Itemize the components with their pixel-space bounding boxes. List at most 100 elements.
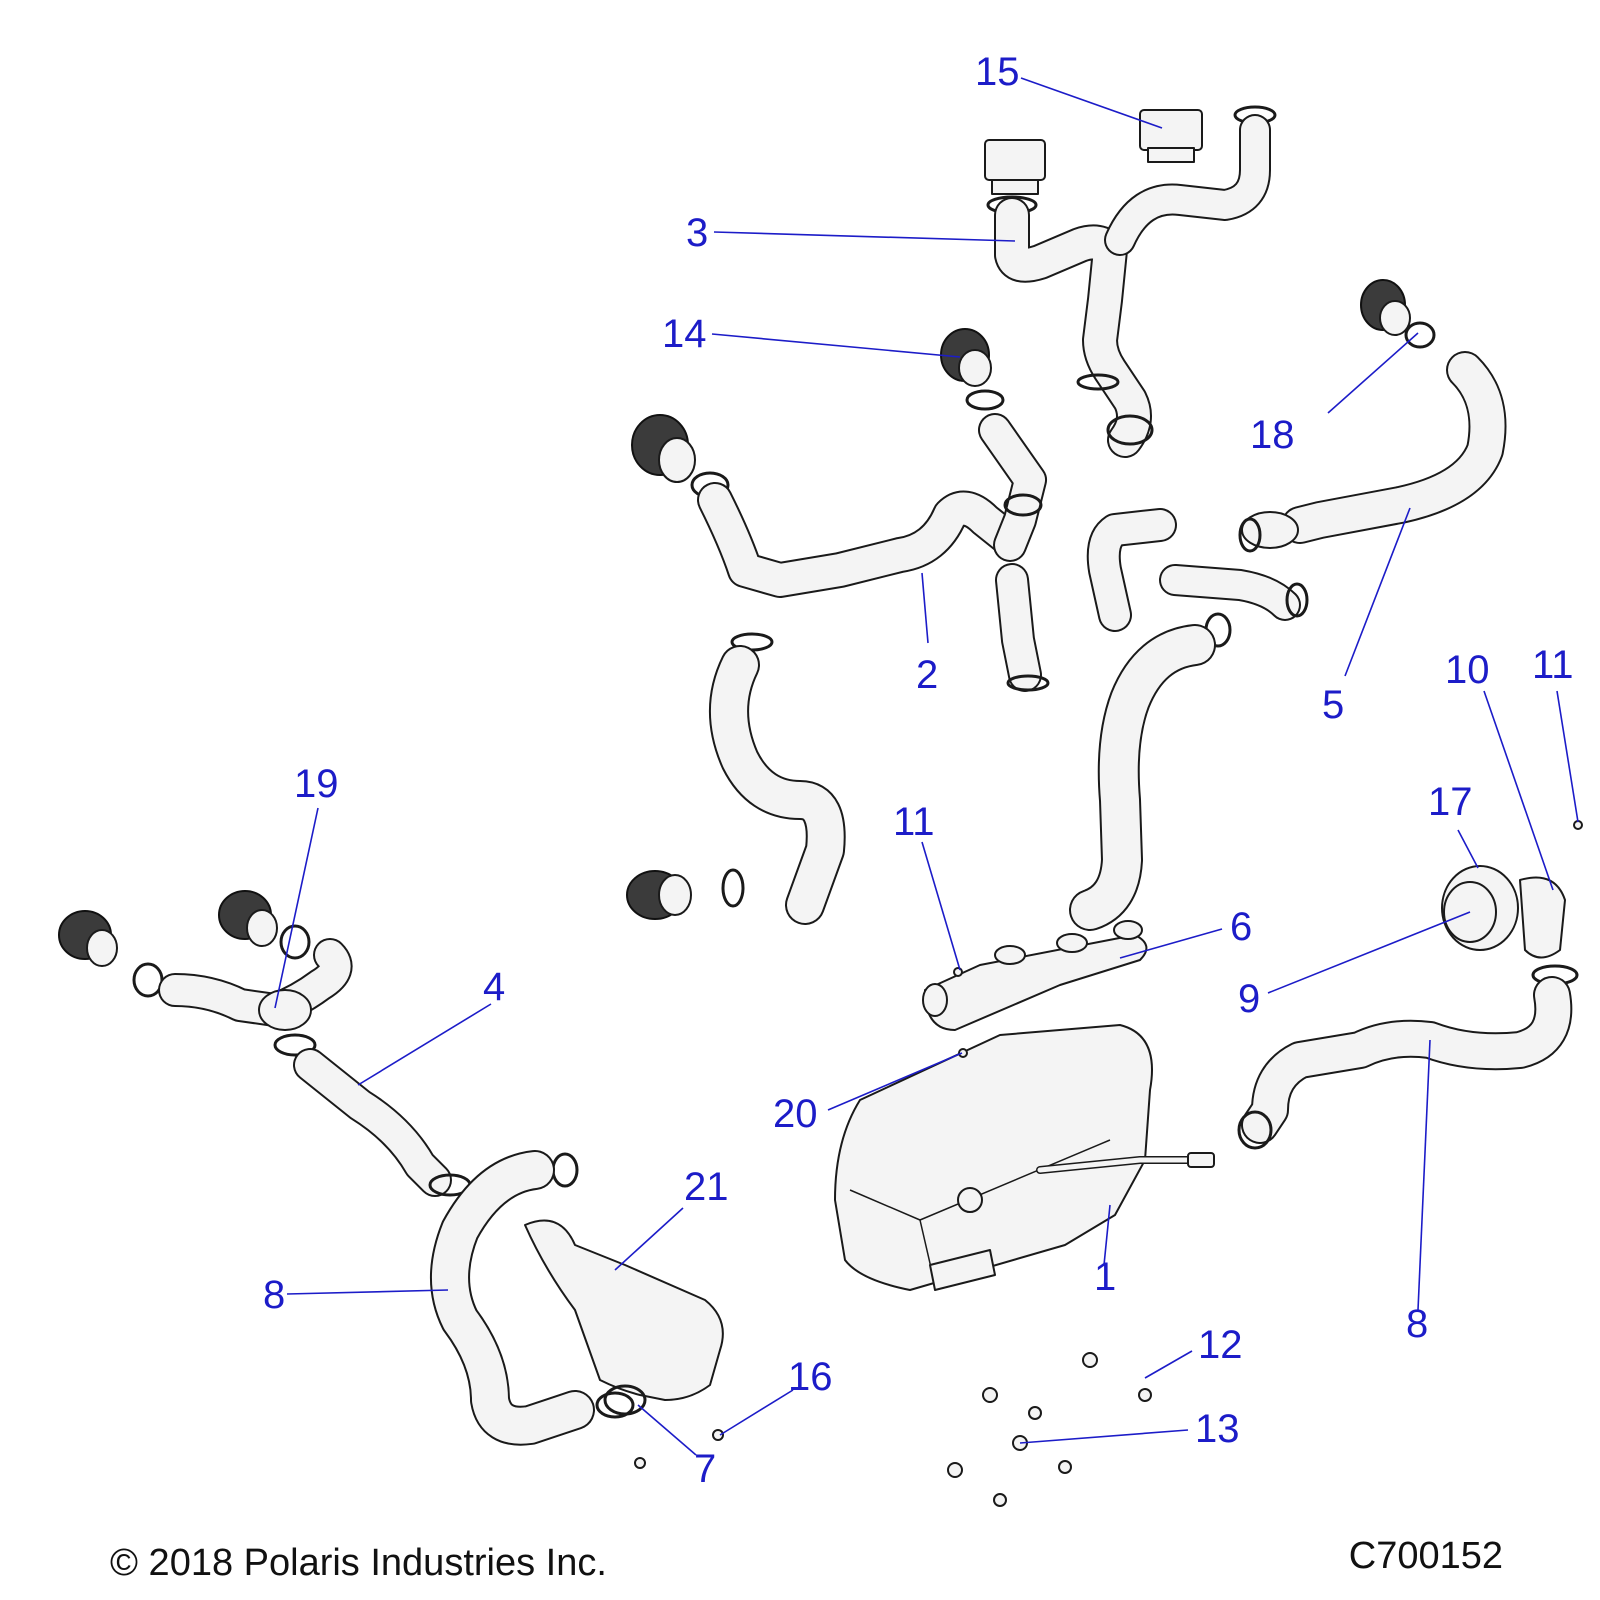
heat-shield: [524, 1219, 724, 1401]
leader-18: [1327, 332, 1419, 414]
callout-4: 4: [483, 965, 505, 1009]
bolt: [953, 967, 963, 977]
leader-1: [1103, 1204, 1111, 1266]
vent-grille-left: [984, 139, 1046, 181]
leader-3: [713, 231, 1016, 242]
header-port: [1113, 920, 1143, 940]
duct-tee: [258, 989, 312, 1031]
bolt: [1573, 820, 1583, 830]
leader-16: [719, 1389, 794, 1436]
duct-tube-fill: [711, 647, 844, 923]
callout-20: 20: [773, 1092, 818, 1136]
clamp-ring: [551, 1152, 579, 1188]
clamp-ring: [132, 962, 164, 998]
leader-5: [1344, 507, 1411, 677]
duct-assembly-4: [58, 890, 472, 1197]
vent-grille-right: [1139, 109, 1203, 151]
callout-14: 14: [662, 312, 707, 356]
washer: [982, 1387, 998, 1403]
leader-21: [614, 1207, 684, 1271]
callout-7: 7: [694, 1447, 716, 1491]
heat-shield-21: [524, 1219, 724, 1419]
fasteners: [634, 820, 1583, 1507]
figure-id: C700152: [1349, 1535, 1503, 1577]
washer: [1082, 1352, 1098, 1368]
header-port: [922, 983, 948, 1017]
duct-elbow: [1241, 511, 1299, 549]
catalyst-elbow-10: [1519, 876, 1566, 959]
callout-11-right: 11: [1532, 643, 1574, 687]
duct-tube-fill: [699, 484, 1026, 596]
duct-boot-mouth: [958, 349, 992, 387]
exhaust-pipe-fill: [432, 1152, 593, 1444]
muffler-outlet: [929, 1249, 996, 1291]
duct-tube-fill: [1161, 566, 1299, 619]
callout-19: 19: [294, 762, 339, 806]
leader-15: [1020, 77, 1163, 129]
callout-8-left: 8: [263, 1273, 285, 1317]
duct-tube-fill: [996, 199, 1150, 456]
leader-17: [1457, 829, 1479, 869]
duct-tube-fill: [1283, 353, 1505, 542]
catalyst-9: [1441, 865, 1579, 986]
muffler-1: [834, 1024, 1215, 1291]
callout-1: 1: [1094, 1255, 1116, 1299]
callout-labels: 15 3 14 18 2 5 10 11 17 19 11 6 9 4 20 2…: [263, 50, 1574, 1491]
duct-assembly-5: [1069, 279, 1507, 931]
duct-boot-mouth: [1379, 300, 1411, 336]
clamp-ring: [1003, 493, 1043, 517]
callout-16: 16: [788, 1355, 833, 1399]
clamp-ring: [1106, 414, 1154, 446]
clamp-ring: [1237, 1110, 1273, 1150]
duct-assembly-2: [626, 328, 1050, 925]
leader-7: [637, 1404, 697, 1456]
nut: [993, 1493, 1007, 1507]
leader-11-right: [1556, 690, 1579, 823]
bolt: [712, 1429, 724, 1441]
clamp-ring: [1006, 674, 1050, 692]
callout-18: 18: [1250, 413, 1295, 457]
callout-21: 21: [684, 1165, 729, 1209]
leader-lines: [274, 77, 1579, 1456]
leader-14: [711, 333, 961, 358]
leader-4: [357, 1003, 492, 1086]
callout-17: 17: [1428, 780, 1473, 824]
pipe-8-right: [1237, 976, 1573, 1150]
leader-20: [827, 1052, 963, 1111]
callout-15: 15: [975, 50, 1020, 94]
bolt: [634, 1457, 646, 1469]
copyright-text: © 2018 Polaris Industries Inc.: [110, 1542, 607, 1584]
duct-tube-fill: [1071, 626, 1214, 929]
o2-sensor-lead-fill: [1037, 1157, 1213, 1173]
bolt: [958, 1048, 968, 1058]
leader-8-right: [1417, 1039, 1431, 1311]
callout-3: 3: [686, 211, 708, 255]
clamp-ring: [1285, 582, 1309, 618]
duct-tube-fill: [980, 415, 1045, 560]
nut: [1028, 1406, 1042, 1420]
leader-2: [921, 572, 929, 644]
muffler-fitting: [957, 1187, 983, 1213]
clamp-ring: [595, 1391, 635, 1419]
callout-13: 13: [1195, 1407, 1240, 1451]
muffler-body: [834, 1024, 1153, 1291]
clamp-ring: [721, 868, 745, 908]
duct-tube-fill: [160, 940, 351, 1025]
leader-11-left: [921, 841, 961, 971]
callout-5: 5: [1322, 683, 1344, 727]
callout-6: 6: [1230, 905, 1252, 949]
clamp-ring: [273, 1033, 317, 1057]
o2-sensor-plug: [1187, 1152, 1215, 1168]
duct-boot-mouth: [86, 929, 118, 967]
clamp-ring: [1404, 321, 1436, 349]
leader-10: [1483, 690, 1554, 891]
clamp-ring: [965, 389, 1005, 411]
pipe-8-left: [430, 1150, 595, 1446]
leader-9: [1267, 911, 1471, 994]
clamp-ring: [1076, 373, 1120, 391]
callout-12: 12: [1198, 1323, 1243, 1367]
clamp-ring: [279, 924, 311, 960]
duct-tube-fill: [1088, 510, 1175, 630]
nut: [1058, 1460, 1072, 1474]
